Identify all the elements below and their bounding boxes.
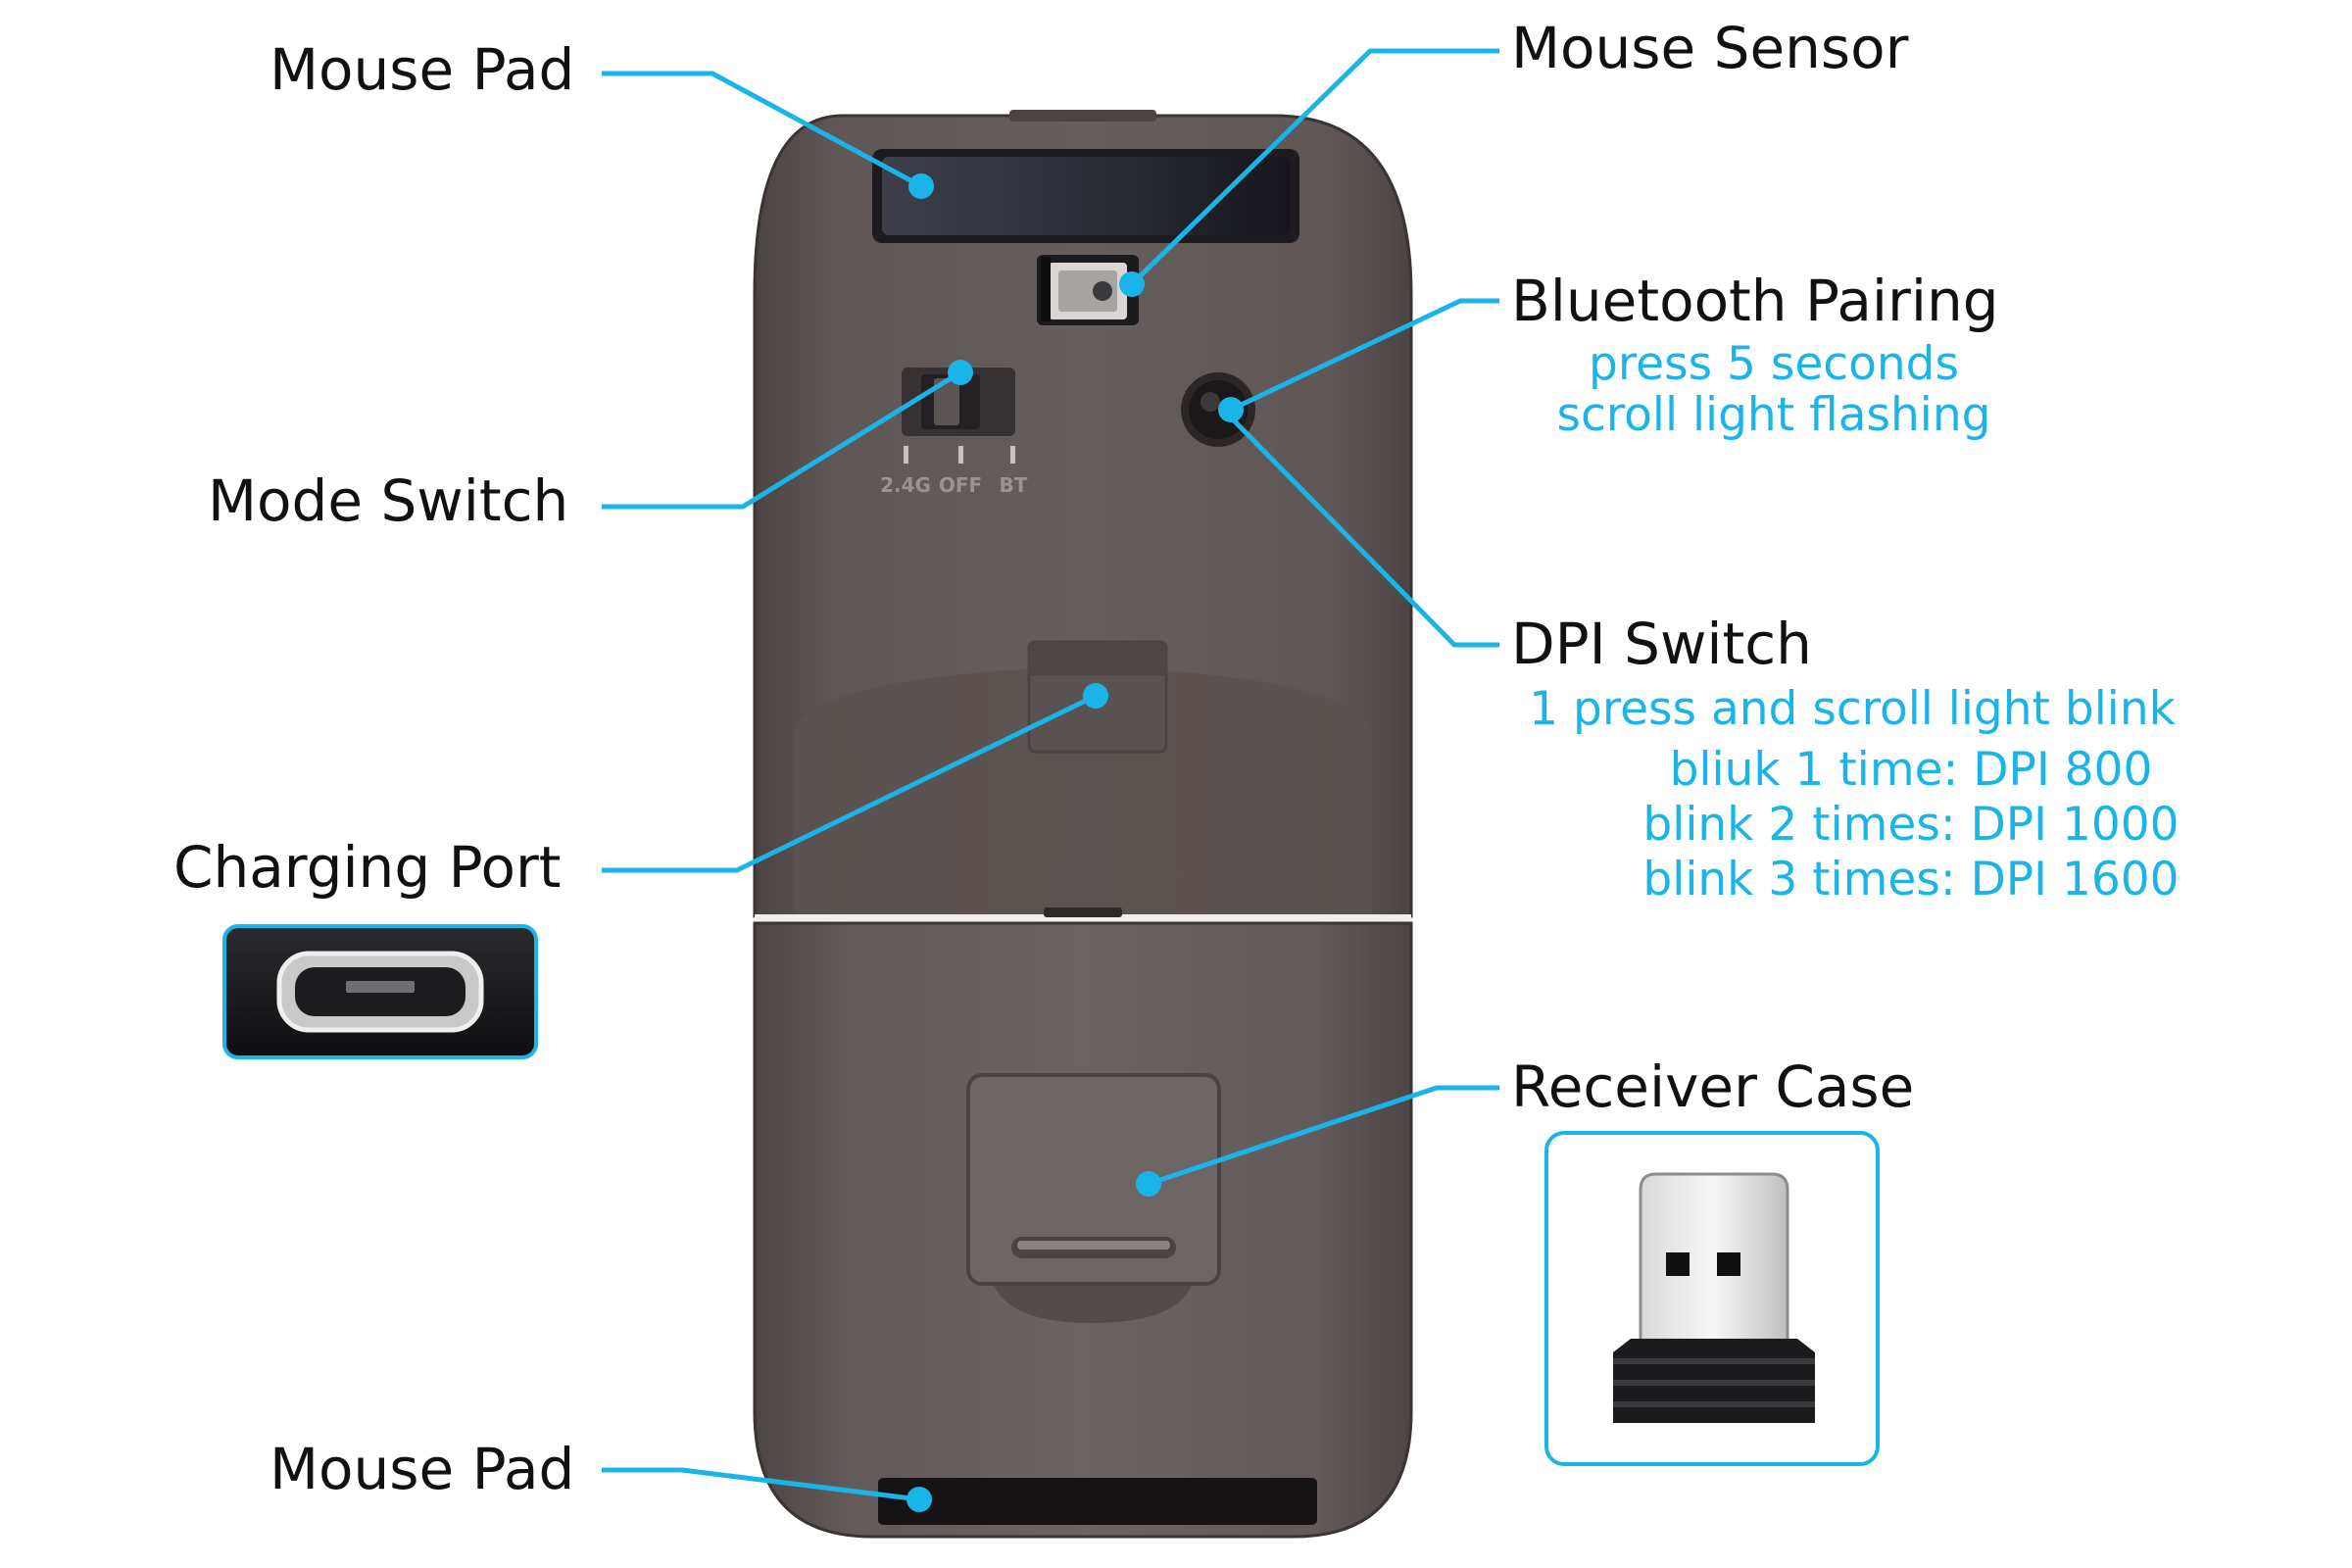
top-mouse-pad (872, 149, 1299, 243)
callout-mouse-pad-bottom (602, 1467, 920, 1502)
callout-lines (602, 48, 1499, 1502)
mode-switch: 2.4G OFF BT (880, 368, 1028, 497)
label-mouse-sensor: Mouse Sensor (1511, 15, 1909, 81)
switch-label-24g: 2.4G (880, 473, 931, 497)
switch-label-bt: BT (1000, 473, 1028, 497)
receiver-case-door (966, 1073, 1221, 1323)
label-mouse-pad-top: Mouse Pad (270, 36, 575, 103)
mouse-sensor (1037, 255, 1139, 325)
label-mouse-pad-bottom: Mouse Pad (270, 1436, 575, 1502)
dpi-note-3: blink 2 times: DPI 1000 (1642, 798, 2180, 852)
mouse-body (753, 110, 1413, 1539)
label-mode-switch: Mode Switch (208, 467, 569, 534)
callout-mode-switch (602, 369, 962, 510)
dpi-note-4: blink 3 times: DPI 1600 (1642, 853, 2180, 906)
callout-mouse-sensor (1130, 48, 1499, 286)
switch-label-off: OFF (939, 473, 982, 497)
dpi-note-2: bliuk 1 time: DPI 800 (1669, 743, 2153, 797)
bluetooth-note-1: press 5 seconds (1589, 337, 1959, 391)
label-dpi-switch: DPI Switch (1511, 611, 1812, 677)
callout-dots (906, 173, 1244, 1512)
label-charging-port: Charging Port (173, 834, 562, 901)
label-receiver-case: Receiver Case (1511, 1054, 1915, 1120)
bluetooth-note-2: scroll light flashing (1556, 388, 1991, 442)
receiver-inset (1544, 1131, 1880, 1466)
callout-receiver (1148, 1085, 1499, 1187)
bottom-mouse-pad (878, 1478, 1317, 1525)
dpi-note-1: 1 press and scroll light blink (1529, 682, 2176, 736)
callout-bluetooth (1229, 298, 1499, 413)
label-bluetooth-pairing: Bluetooth Pairing (1511, 268, 1999, 334)
charging-port-inset (222, 924, 538, 1059)
callout-charging (602, 693, 1098, 873)
callout-dpi (1231, 417, 1499, 648)
callout-mouse-pad-top (602, 71, 923, 189)
